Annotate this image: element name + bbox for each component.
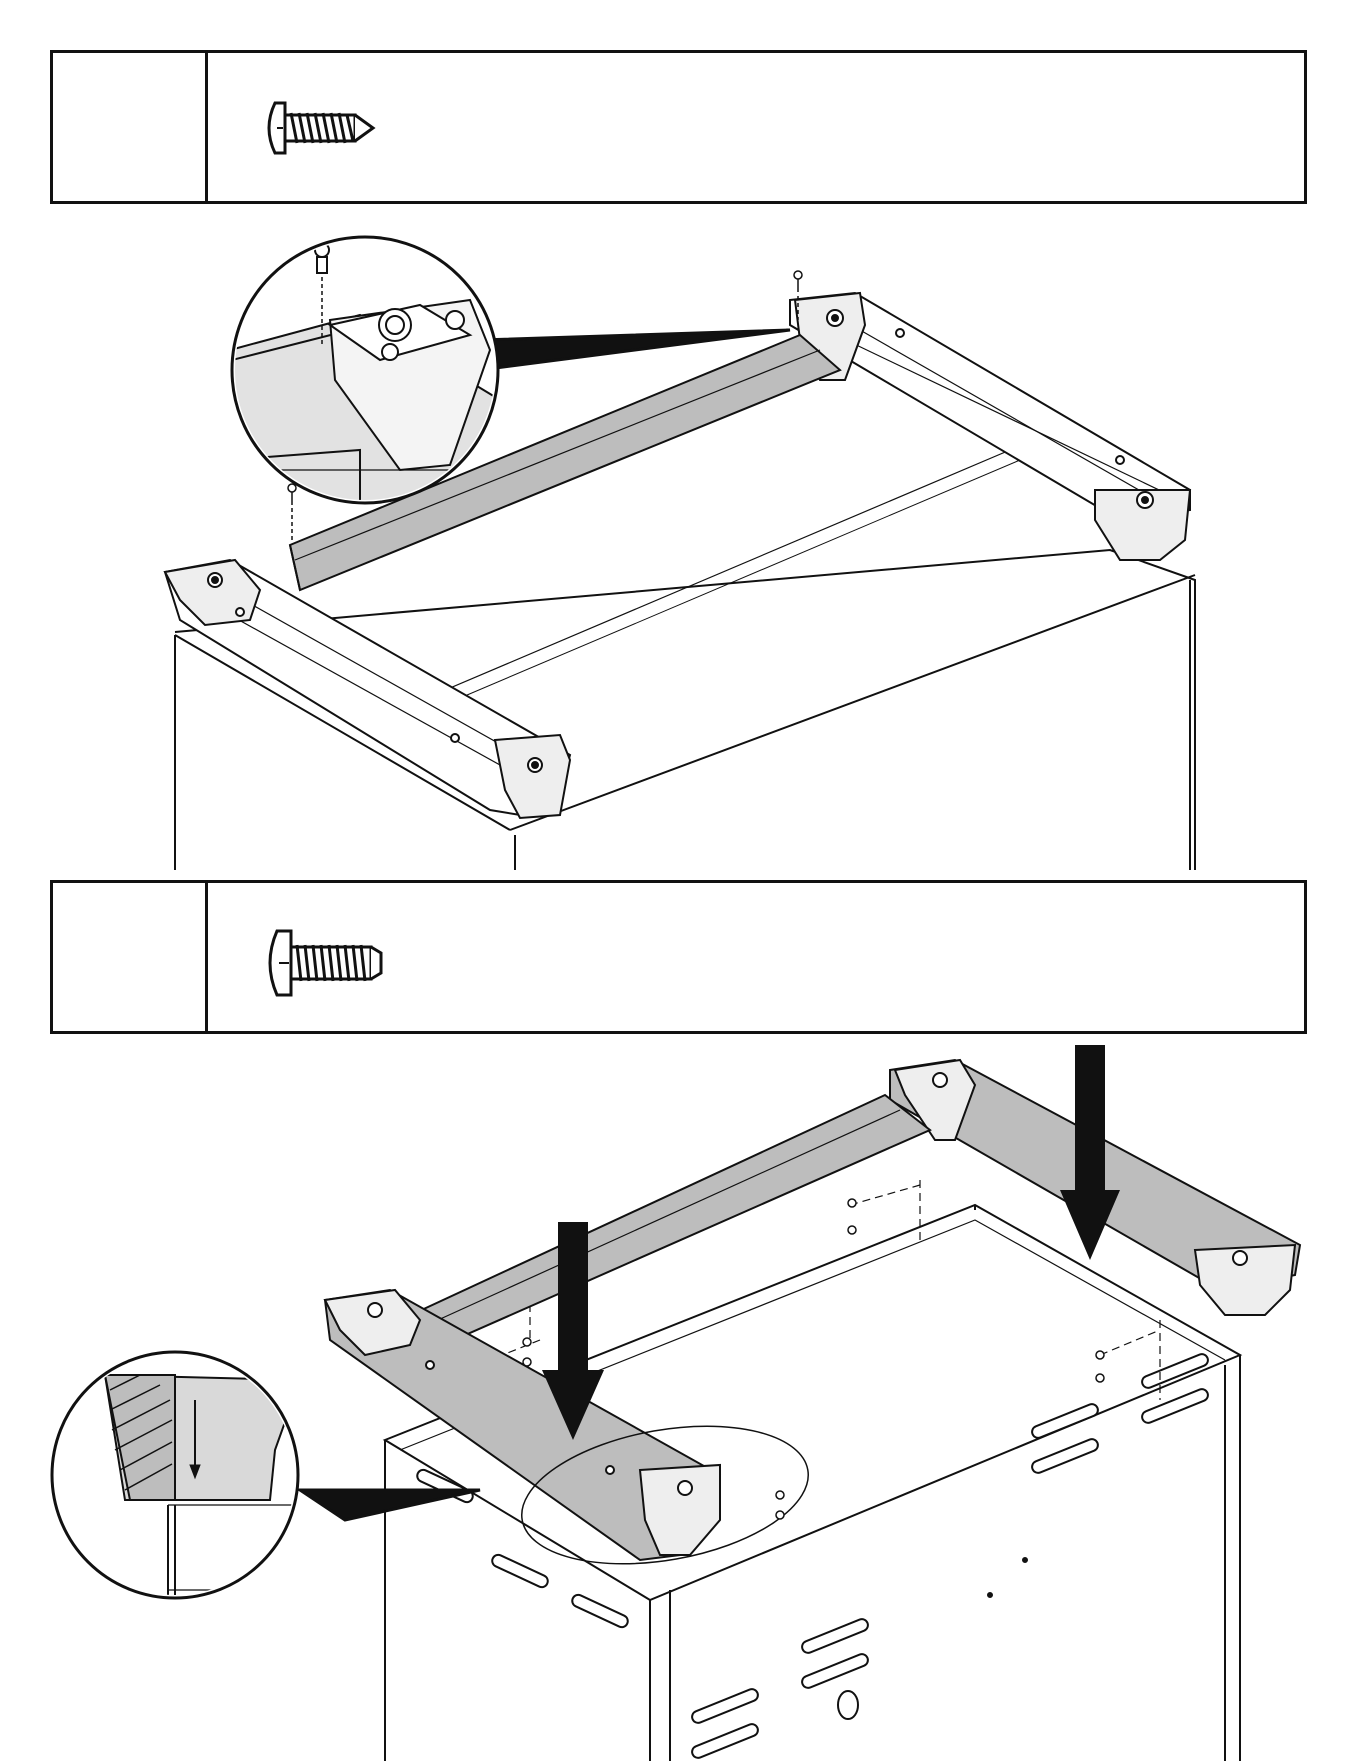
machine-screw-icon (263, 923, 393, 1003)
back-frame (790, 293, 1190, 560)
step-number-cell (53, 883, 208, 1031)
illustration-step-1 (0, 210, 1361, 870)
tapping-screw-icon (263, 93, 383, 163)
step-number-cell (53, 53, 208, 201)
step-box-1 (50, 50, 1307, 204)
step-box-2 (50, 880, 1307, 1034)
illustration-step-2 (0, 1040, 1361, 1761)
